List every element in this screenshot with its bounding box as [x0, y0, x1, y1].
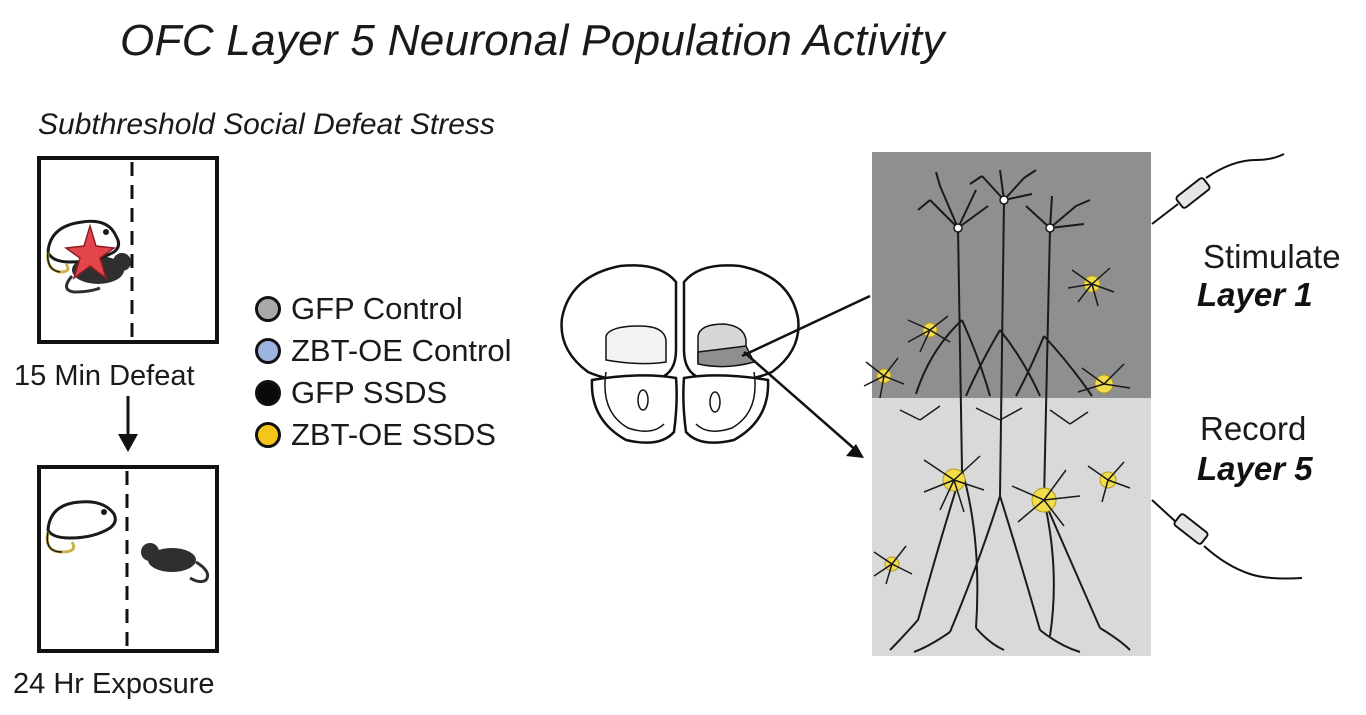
apical-somata-layer1	[953, 195, 1055, 233]
legend-label: ZBT-OE Control	[291, 333, 512, 368]
legend-swatch-zbt-oe-control	[255, 338, 281, 364]
legend-label: GFP Control	[291, 291, 463, 326]
recording-electrode-icon	[1151, 499, 1303, 580]
interneuron-dendrites	[863, 267, 1131, 585]
legend-label: GFP SSDS	[291, 375, 448, 410]
legend-label: ZBT-OE SSDS	[291, 417, 496, 452]
record-layer-label: Layer 5	[1197, 450, 1313, 487]
paradigm-label: Subthreshold Social Defeat Stress	[38, 108, 495, 141]
resident-mouse-exposure-icon	[141, 543, 210, 584]
projection-arrow	[743, 351, 859, 453]
stimulate-layer-label: Layer 1	[1197, 276, 1313, 313]
exposure-arena-box	[37, 465, 219, 653]
ofc-region-left	[605, 325, 667, 365]
defeat-step-label: 15 Min Defeat	[14, 360, 195, 392]
stimulate-label: Stimulate	[1203, 238, 1341, 275]
pyramidal-neurons	[889, 169, 1131, 653]
projection-line	[741, 294, 871, 358]
figure-title: OFC Layer 5 Neuronal Population Activity	[120, 16, 945, 65]
legend-item-gfp-ssds: GFP SSDS	[255, 372, 512, 414]
defeat-star-icon	[63, 223, 117, 280]
legend-item-gfp-control: GFP Control	[255, 288, 512, 330]
layer5-band	[872, 398, 1151, 656]
projection-arrow-head	[846, 444, 864, 458]
record-label: Record	[1200, 410, 1307, 447]
legend-swatch-zbt-oe-ssds	[255, 422, 281, 448]
defeat-arena-box	[37, 156, 219, 344]
layer1-band	[872, 152, 1151, 398]
coronal-section-icon	[560, 264, 800, 444]
legend-swatch-gfp-ssds	[255, 380, 281, 406]
intruder-mouse-exposure-icon	[45, 500, 117, 554]
sequence-arrow-head	[118, 434, 138, 452]
legend-item-zbt-oe-ssds: ZBT-OE SSDS	[255, 414, 512, 456]
exposure-step-label: 24 Hr Exposure	[13, 668, 215, 700]
group-legend: GFP Control ZBT-OE Control GFP SSDS ZBT-…	[255, 288, 512, 456]
legend-swatch-gfp-control	[255, 296, 281, 322]
legend-item-zbt-oe-control: ZBT-OE Control	[255, 330, 512, 372]
stimulating-electrode-icon	[1151, 153, 1285, 225]
